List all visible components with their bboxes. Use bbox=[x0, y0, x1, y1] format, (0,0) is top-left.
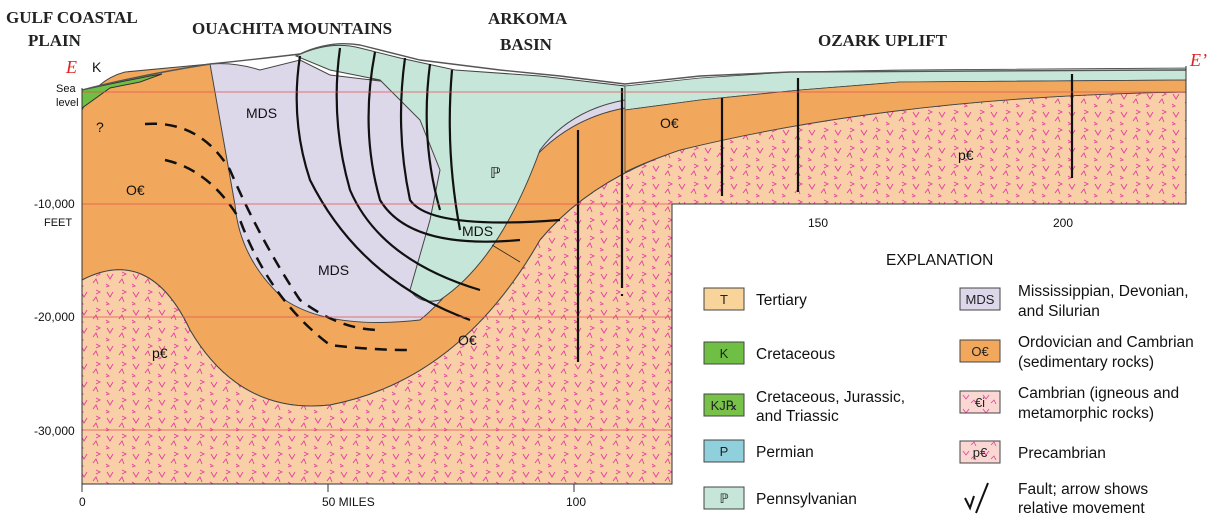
legend-label-permian: Permian bbox=[756, 444, 814, 461]
depth-axis: Sea level -10,000 FEET -20,000 -30,000 bbox=[34, 83, 79, 438]
depth-label-20000: -20,000 bbox=[34, 310, 75, 324]
label-oc-left: O€ bbox=[126, 182, 145, 198]
label-question: ? bbox=[96, 119, 104, 135]
legend-symbol-pennsylvanian: ℙ bbox=[719, 491, 728, 506]
sea-level-label-2: level bbox=[56, 97, 79, 109]
heading-gulf-coastal-1: GULF COASTAL bbox=[6, 8, 138, 27]
legend-symbol-cretaceous: K bbox=[720, 346, 729, 361]
heading-arkoma-1: ARKOMA bbox=[488, 9, 568, 28]
label-oc-ozark: O€ bbox=[660, 115, 679, 131]
legend-symbol-precambrian: p€ bbox=[973, 445, 988, 460]
legend-label-cambrian-igneous-1: Cambrian (igneous and bbox=[1018, 385, 1179, 402]
legend-label-fault-2: relative movement bbox=[1018, 500, 1145, 517]
heading-ouachita: OUACHITA MOUNTAINS bbox=[192, 19, 392, 38]
section-end-right: E’ bbox=[1189, 50, 1207, 70]
depth-unit: FEET bbox=[44, 217, 72, 229]
legend-label-pennsylvanian: Pennsylvanian bbox=[756, 491, 857, 508]
legend-label-precambrian: Precambrian bbox=[1018, 445, 1106, 462]
legend-label-oc-1: Ordovician and Cambrian bbox=[1018, 334, 1194, 351]
distance-label-100: 100 bbox=[566, 495, 586, 509]
section-end-left: E bbox=[65, 57, 77, 77]
legend-label-mds-1: Mississippian, Devonian, bbox=[1018, 283, 1189, 300]
legend-symbol-permian: P bbox=[720, 444, 729, 459]
legend-label-cretaceous: Cretaceous bbox=[756, 346, 836, 363]
legend-symbol-oc: O€ bbox=[971, 344, 989, 359]
distance-label-150: 150 bbox=[808, 216, 828, 230]
label-penn: ℙ bbox=[490, 165, 501, 182]
sea-level-label-1: Sea bbox=[56, 83, 76, 95]
legend-label-tertiary: Tertiary bbox=[756, 292, 807, 309]
label-mds-basin: MDS bbox=[462, 223, 493, 239]
heading-gulf-coastal-2: PLAIN bbox=[28, 31, 82, 50]
depth-label-30000: -30,000 bbox=[34, 424, 75, 438]
label-oc-basin: O€ bbox=[458, 332, 477, 348]
distance-label-200: 200 bbox=[1053, 216, 1073, 230]
legend: EXPLANATION T Tertiary K Cretaceous KJ℞ … bbox=[704, 252, 1194, 517]
legend-title: EXPLANATION bbox=[886, 252, 993, 269]
legend-symbol-cambrian-igneous: €i bbox=[975, 395, 985, 410]
legend-label-cambrian-igneous-2: metamorphic rocks) bbox=[1018, 405, 1154, 422]
legend-label-mds-2: and Silurian bbox=[1018, 303, 1100, 320]
heading-ozark: OZARK UPLIFT bbox=[818, 31, 948, 50]
distance-label-50: 50 MILES bbox=[322, 495, 375, 509]
legend-symbol-mds: MDS bbox=[966, 292, 995, 307]
legend-label-kjtr-2: and Triassic bbox=[756, 408, 839, 425]
distance-label-0: 0 bbox=[79, 495, 86, 509]
fault-legend-icon bbox=[965, 483, 988, 513]
legend-label-oc-2: (sedimentary rocks) bbox=[1018, 354, 1154, 371]
label-mds-upper: MDS bbox=[246, 105, 277, 121]
legend-label-kjtr-1: Cretaceous, Jurassic, bbox=[756, 389, 905, 406]
legend-symbol-tertiary: T bbox=[720, 292, 728, 307]
legend-symbol-kjtr: KJ℞ bbox=[711, 398, 738, 413]
label-k: K bbox=[92, 59, 102, 75]
depth-label-10000: -10,000 bbox=[34, 197, 75, 211]
label-pc-right: p€ bbox=[958, 147, 974, 163]
legend-label-fault-1: Fault; arrow shows bbox=[1018, 481, 1148, 498]
heading-arkoma-2: BASIN bbox=[500, 35, 553, 54]
label-mds-mid: MDS bbox=[318, 262, 349, 278]
label-pc-left: p€ bbox=[152, 345, 168, 361]
